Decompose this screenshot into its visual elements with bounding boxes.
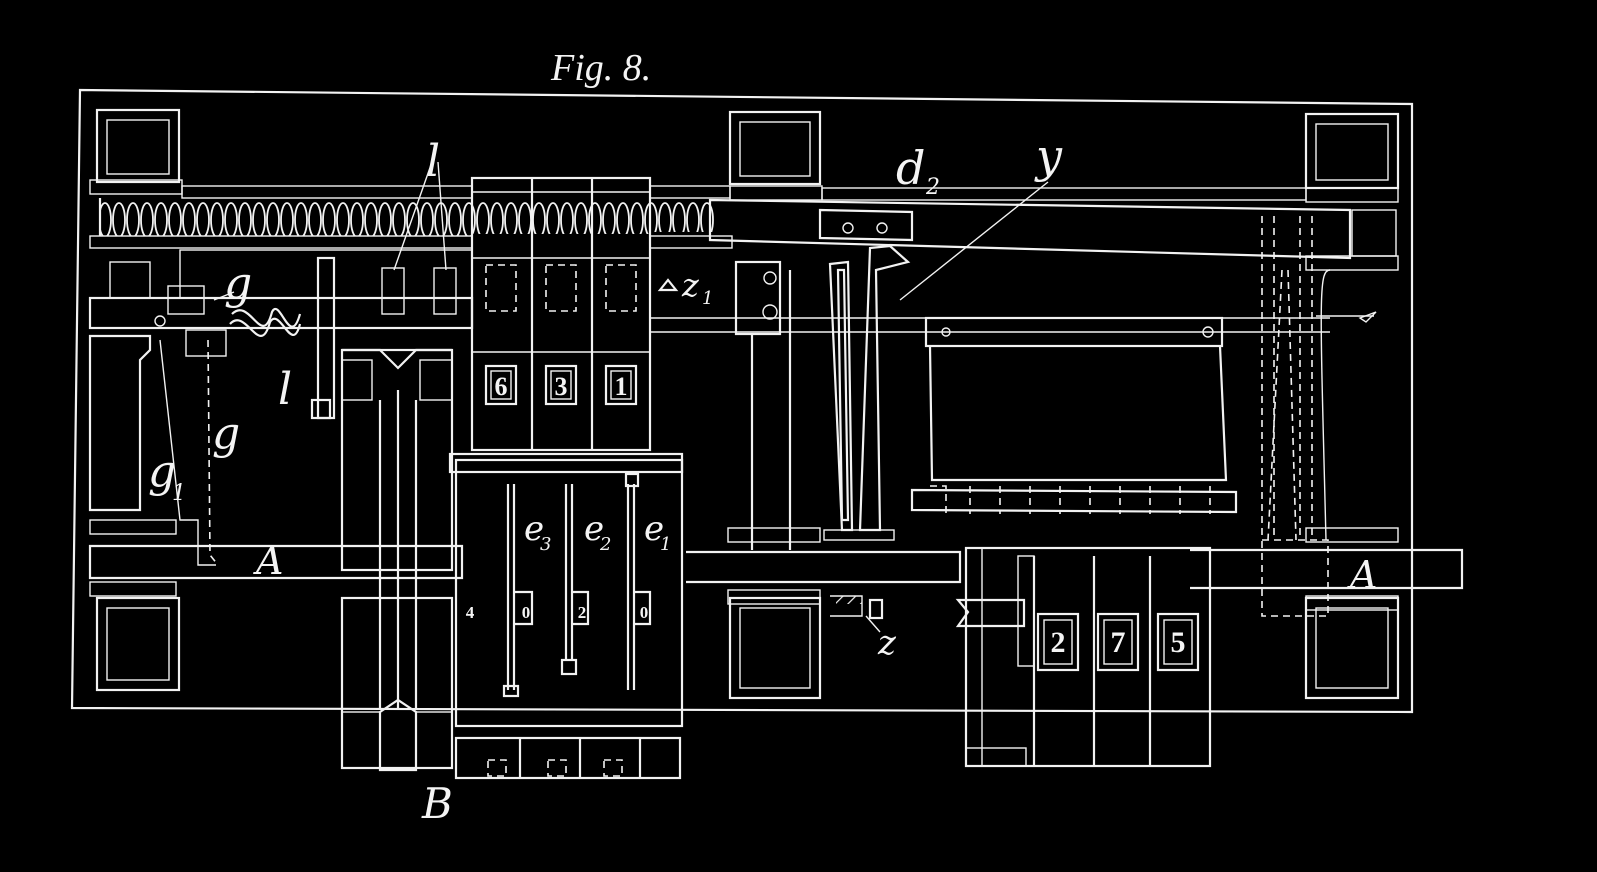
result-counter-digit: 7 [1111, 626, 1126, 659]
label-z1-subscript: 1 [702, 288, 713, 309]
carriage-digit: 2 [578, 603, 587, 622]
upper-counter-digit: 6 [495, 372, 508, 401]
reference-labels: l l g g g 1 A A B d 2 y z 1 z e 3 e 2 e … [148, 129, 1377, 828]
shaft-spring [98, 198, 714, 236]
result-counter-digit: 2 [1051, 626, 1066, 659]
result-counter: 2 7 5 [955, 546, 1212, 768]
label-g-lower: g [212, 408, 240, 459]
rod-d2 [708, 198, 1352, 260]
plate-frame [910, 316, 1238, 514]
label-d2: d [896, 141, 925, 195]
outer-frame [70, 88, 1414, 714]
figure-title: Fig. 8. [550, 47, 651, 89]
right-linkage [1261, 216, 1377, 617]
label-e1-subscript: 1 [660, 534, 671, 555]
label-l-lever: l [278, 364, 292, 415]
label-z1: z [681, 266, 700, 304]
label-e1: e [644, 509, 664, 549]
carriage-digit: 0 [640, 603, 649, 622]
label-e3-subscript: 3 [540, 534, 551, 555]
label-y: y [1034, 129, 1063, 183]
left-mechanism [88, 249, 474, 566]
result-counter-digit: 5 [1171, 626, 1186, 659]
top-rail [89, 179, 1399, 271]
label-z: z [877, 623, 897, 663]
label-e3: e [524, 509, 544, 549]
upper-counter-digit: 1 [615, 372, 628, 401]
label-l-upper: l [426, 136, 440, 187]
label-g-upper: g [224, 258, 252, 309]
bar-a [88, 527, 1464, 611]
label-a-right: A [1347, 553, 1377, 597]
carriage: 4 0 2 0 [448, 452, 684, 780]
center-mechanism [650, 244, 1330, 620]
label-e2: e [584, 509, 604, 549]
upper-counter-digit: 3 [555, 372, 568, 401]
label-d2-subscript: 2 [925, 175, 940, 200]
label-g1-subscript: 1 [172, 481, 186, 506]
carriage-digit: 4 [466, 603, 475, 622]
label-b: B [421, 779, 453, 828]
leader-lines [213, 161, 1049, 633]
pulley-b [340, 348, 454, 772]
label-e2-subscript: 2 [599, 534, 611, 555]
upper-counter: 6 3 1 [470, 176, 652, 452]
carriage-digit: 0 [522, 603, 531, 622]
label-a-left: A [253, 539, 283, 583]
label-g1: g [148, 446, 176, 497]
